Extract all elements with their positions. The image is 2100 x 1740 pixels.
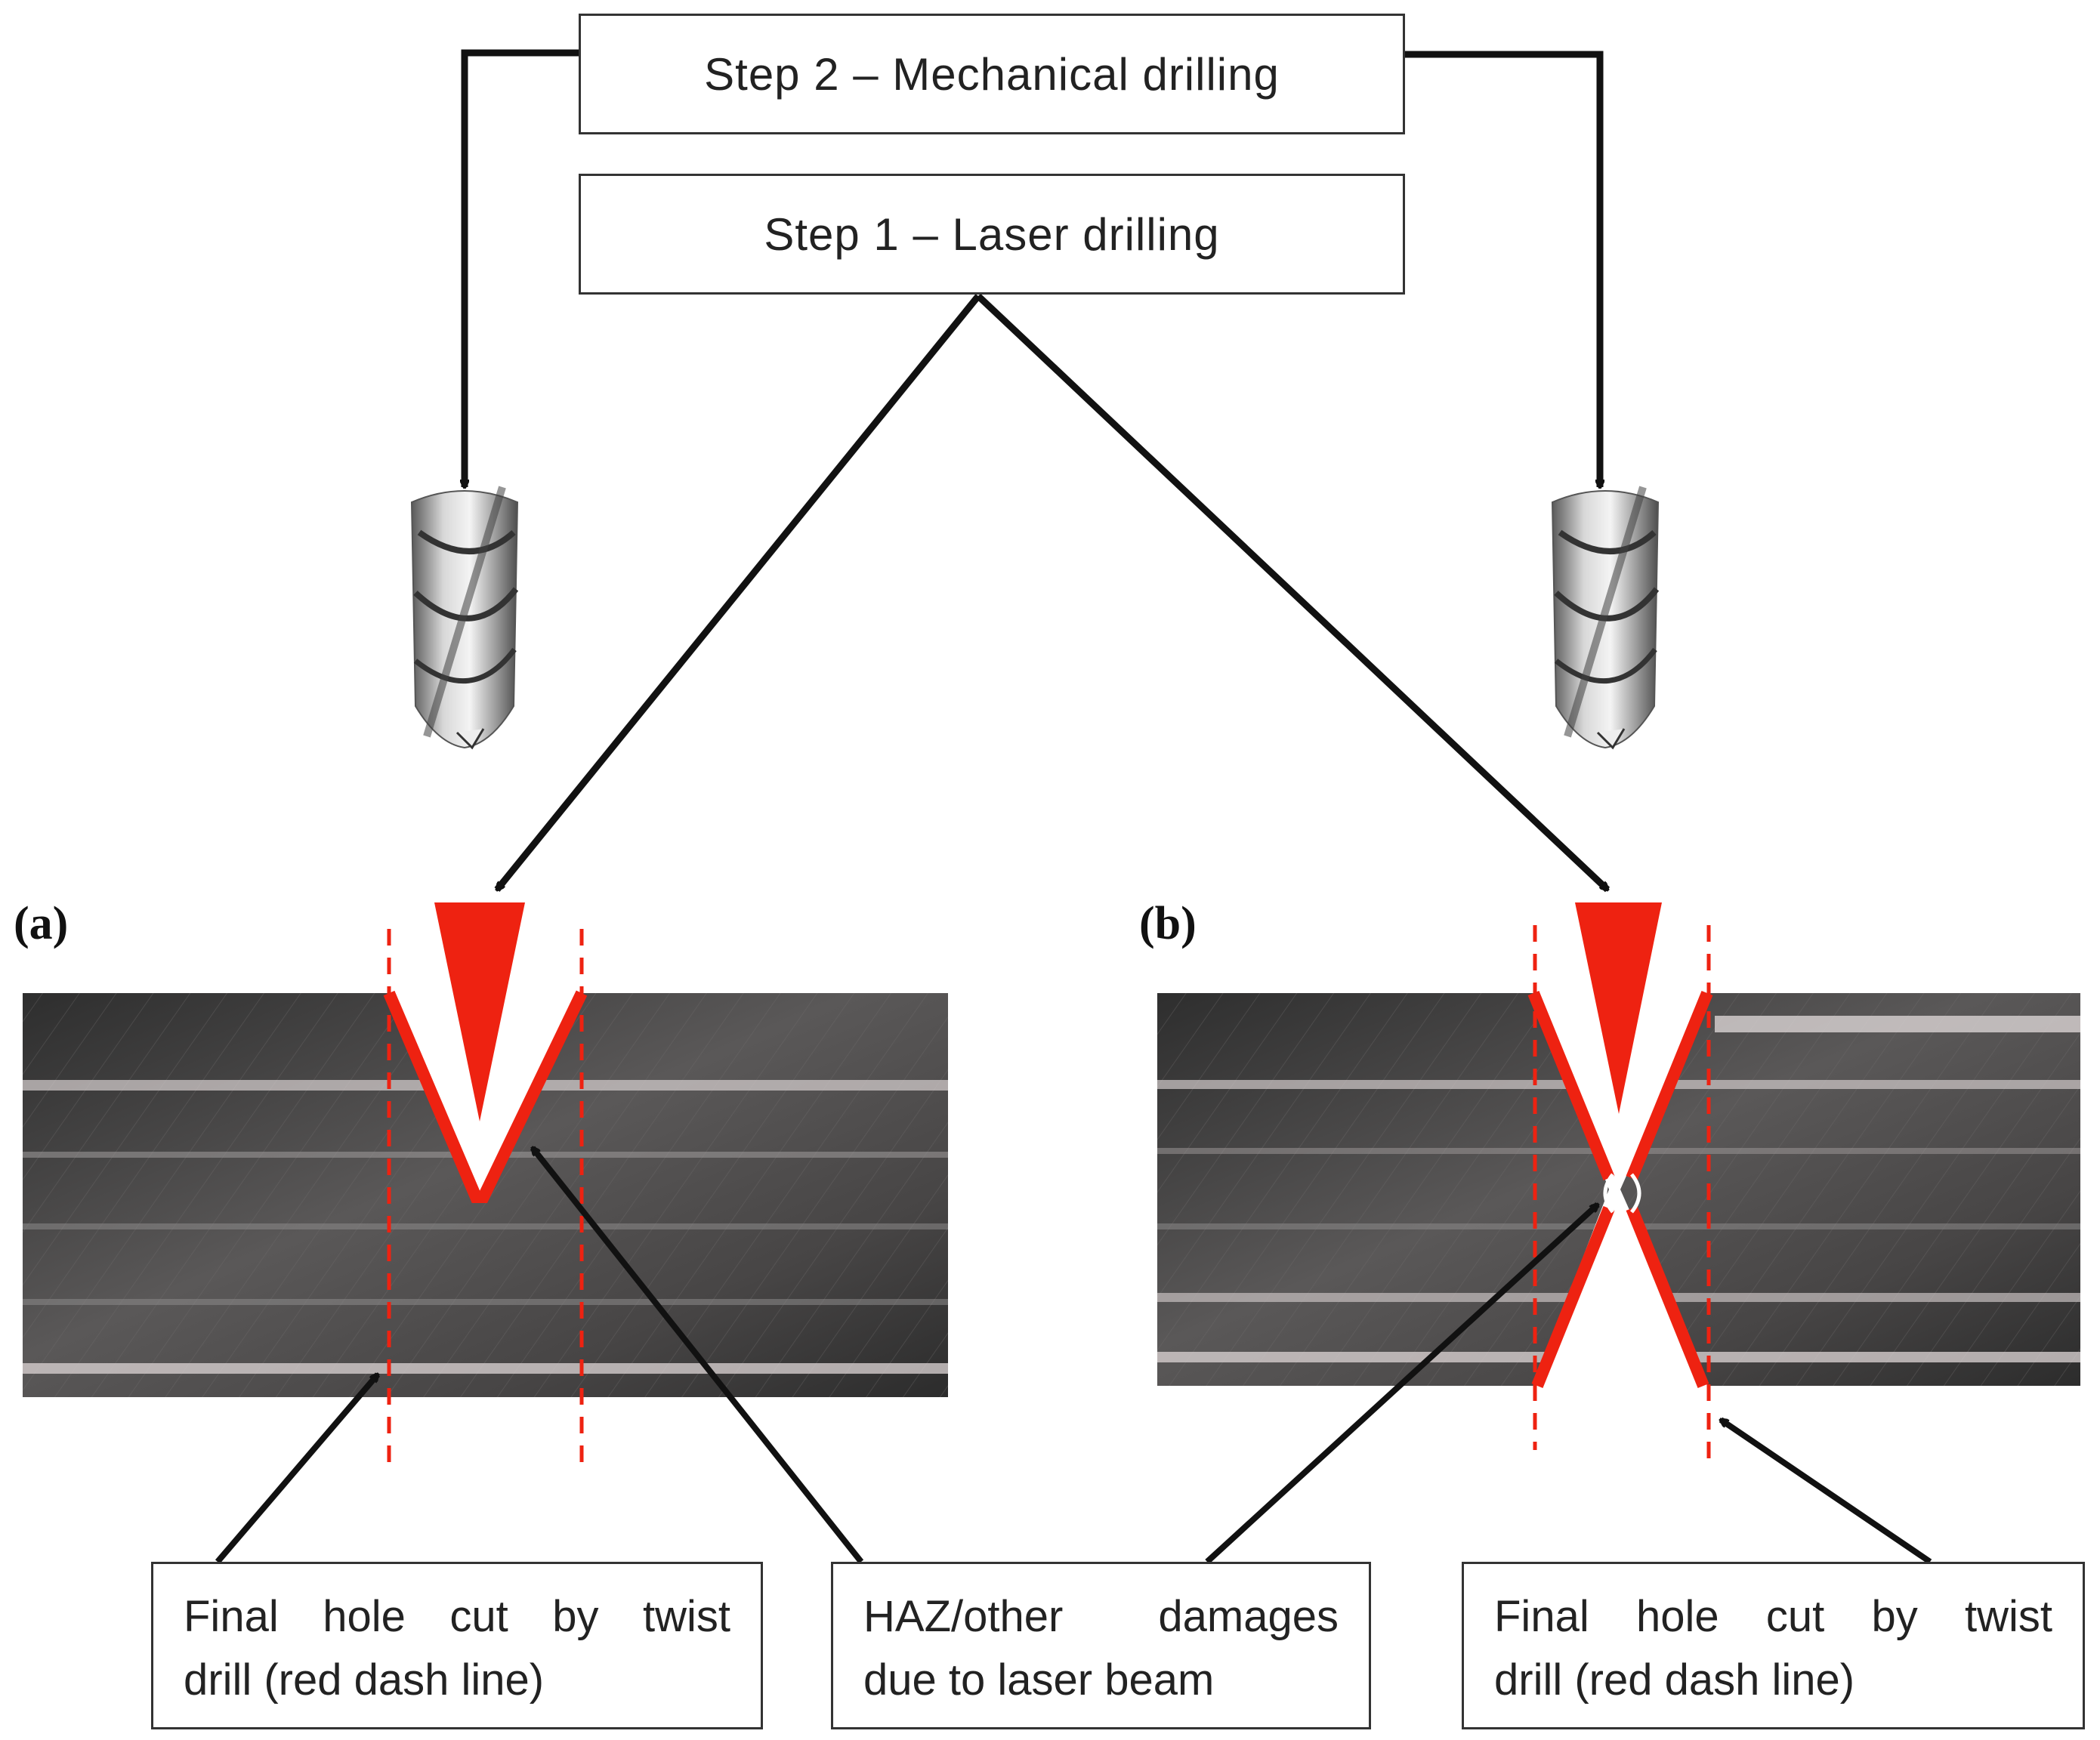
twist-drill-boundary-b <box>1533 925 1711 1461</box>
panel-label-b: (b) <box>1139 898 1197 949</box>
laser-cone-icon <box>434 902 525 1121</box>
step1-box: Step 1 – Laser drilling <box>579 174 1405 295</box>
step2-box: Step 2 – Mechanical drilling <box>579 14 1405 134</box>
step1-label: Step 1 – Laser drilling <box>764 208 1220 260</box>
callout-final-hole-a: Final hole cut by twist drill (red dash … <box>151 1562 763 1729</box>
step2-connectors <box>465 49 1600 487</box>
step2-label: Step 2 – Mechanical drilling <box>704 48 1280 100</box>
callout-line: Final hole cut by twist <box>1494 1592 2052 1641</box>
callout-line: Final hole cut by twist <box>184 1592 730 1641</box>
step1-connectors <box>494 293 1607 890</box>
callout-haz-damage: HAZ/other damages due to laser beam <box>831 1562 1371 1729</box>
callout-line: drill (red dash line) <box>184 1655 545 1705</box>
twist-drill-boundary-a <box>387 929 584 1465</box>
callout-final-hole-b: Final hole cut by twist drill (red dash … <box>1462 1562 2085 1729</box>
callout-line: due to laser beam <box>863 1655 1215 1705</box>
callout-line: HAZ/other damages <box>863 1592 1339 1641</box>
twist-drill-icon <box>410 486 519 750</box>
twist-drill-icon <box>1551 486 1660 750</box>
laser-cone-icon <box>1575 902 1662 1114</box>
panel-label-a: (a) <box>14 898 69 949</box>
callout-line: drill (red dash line) <box>1494 1655 1855 1705</box>
callout-arrows <box>215 1148 1932 1565</box>
